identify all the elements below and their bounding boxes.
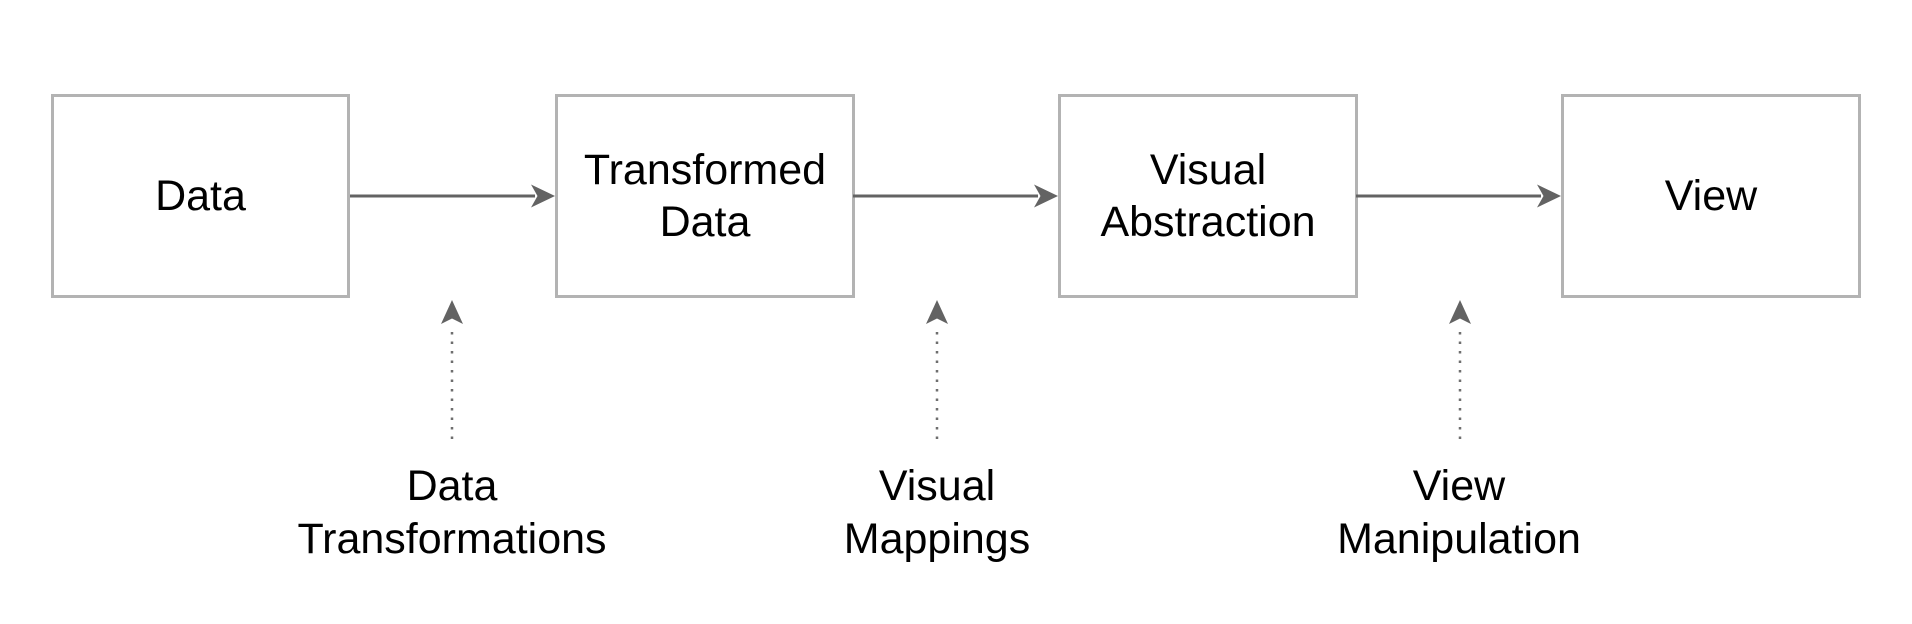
label-line: Visual [878,462,996,510]
label-line: Transformations [297,514,607,563]
arrowhead-icon [926,300,948,324]
node-transformed-data: Transformed Data [555,94,855,298]
right-arrow-icon [853,184,1058,208]
label-data-transformations: Data Transformations [252,460,652,565]
dotted-up-arrow-icon [926,300,948,440]
label-view-manipulation: View Manipulation [1259,460,1659,565]
label-visual-mappings: Visual Mappings [737,460,1137,565]
arrowhead-icon [1034,184,1058,208]
node-data: Data [51,94,350,298]
node-view-label: View [1664,171,1758,220]
arrowhead-icon [441,300,463,324]
right-arrow-icon [1356,184,1561,208]
node-visual-abstraction: Visual Abstraction [1058,94,1358,298]
label-line: Data [406,462,498,510]
label-line: View [1412,462,1506,510]
dotted-up-arrow-icon [441,300,463,440]
arrowhead-icon [531,184,555,208]
label-line: Mappings [843,514,1031,563]
right-arrow-icon [350,184,555,208]
node-visual-abstraction-label: Visual Abstraction [1100,145,1316,246]
dotted-up-arrow-icon [1449,300,1471,440]
node-transformed-data-label: Transformed Data [583,145,827,246]
node-data-label: Data [155,171,246,220]
label-line: Manipulation [1337,514,1581,563]
arrowhead-icon [1537,184,1561,208]
arrowhead-icon [1449,300,1471,324]
node-view: View [1561,94,1861,298]
